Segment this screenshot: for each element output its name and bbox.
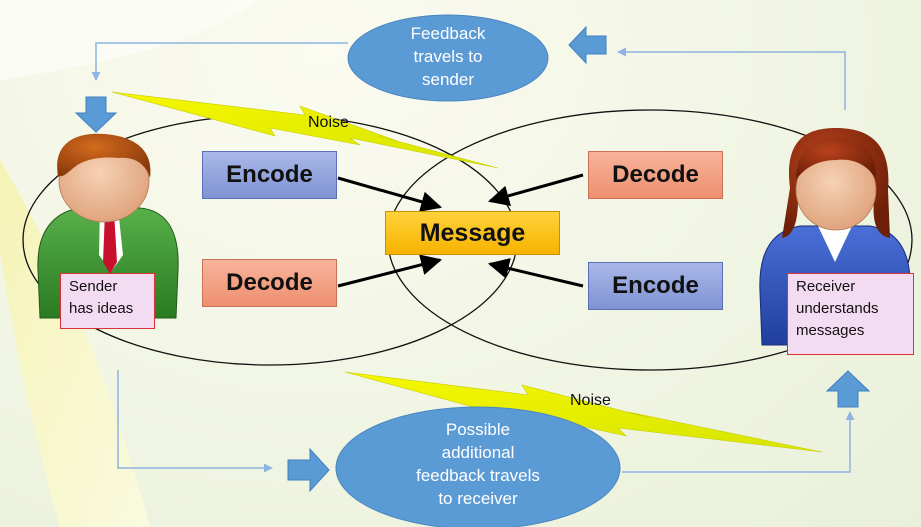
feedback-line-top-left [91,42,348,81]
receiver-note: Receiver understands messages [787,273,914,355]
feedback-arrow-to-sender [74,96,118,133]
background-glow [0,0,260,80]
message-box: Message [385,211,560,255]
feedback-bottom-line2: additional [441,443,515,462]
feedback-arrow-into-top-oval [568,25,607,65]
receiver-note-line1: Receiver [796,278,856,295]
receiver-note-line3: messages [796,322,865,339]
receiver-decode-box: Decode [588,151,723,199]
sender-decode-box: Decode [202,259,337,307]
sender-note: Sender has ideas [60,273,155,329]
feedback-bottom-oval [335,406,621,527]
feedback-bottom-line3: feedback travels [416,466,540,485]
feedback-top-line3: sender [422,70,474,89]
feedback-line-bottom-left [117,370,273,473]
feedback-top-line2: travels to [413,47,483,66]
receiver-encode-box: Encode [588,262,723,310]
feedback-bottom-text: Possible additional feedback travels to … [378,418,578,510]
feedback-top-text: Feedback travels to sender [378,22,518,91]
feedback-top-oval [347,14,549,102]
noise-label-bottom: Noise [570,392,611,409]
sender-encode-box: Encode [202,151,337,199]
arrow-message-to-receiver-decode [487,173,584,207]
feedback-arrow-to-receiver [825,370,871,408]
arrow-receiver-encode-to-message [487,258,584,288]
feedback-line-bottom-right [622,411,855,473]
arrow-message-to-sender-decode [337,254,443,288]
noise-label-top: Noise [308,114,349,131]
arrow-encode-to-message [337,176,443,212]
feedback-line-top-right [617,47,846,110]
background-swoosh [0,160,150,527]
noise-lightning-top [111,91,499,169]
sender-note-line2: has ideas [69,300,134,317]
feedback-top-line1: Feedback [410,24,486,43]
feedback-bottom-line1: Possible [445,420,511,439]
feedback-arrow-into-bottom-oval [287,447,330,493]
sender-note-line1: Sender [69,278,118,295]
receiver-note-line2: understands [796,300,879,317]
feedback-bottom-line4: to receiver [438,489,518,508]
